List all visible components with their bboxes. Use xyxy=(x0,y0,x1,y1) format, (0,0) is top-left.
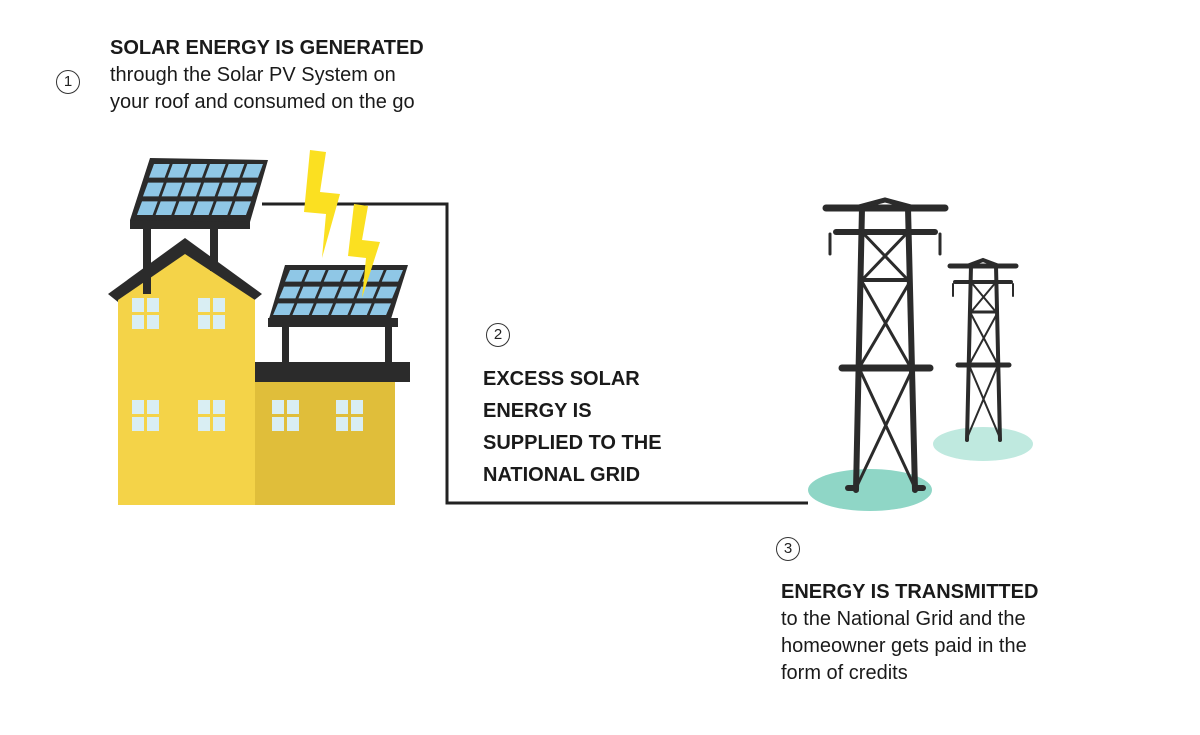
solar-cell xyxy=(167,164,189,178)
solar-cell xyxy=(343,270,365,282)
step-1-number: 1 xyxy=(56,70,80,94)
solar-cell xyxy=(211,201,233,215)
lightning-bolt-icon xyxy=(304,150,340,258)
step-2-number: 2 xyxy=(486,323,510,347)
step-2-line-1: EXCESS SOLAR xyxy=(483,368,640,390)
window-pane xyxy=(198,417,210,431)
solar-cell xyxy=(323,270,345,282)
solar-cell xyxy=(285,270,307,282)
window-pane xyxy=(213,417,225,431)
solar-cell xyxy=(279,286,301,299)
step-3-line-2: homeowner gets paid in the xyxy=(781,635,1027,657)
window-pane xyxy=(132,417,144,431)
solar-cell xyxy=(236,182,257,197)
window-pane xyxy=(213,298,225,312)
solar-cell xyxy=(375,286,397,299)
solar-cell xyxy=(317,286,339,299)
step-1-line-2: your roof and consumed on the go xyxy=(110,91,415,113)
window-pane xyxy=(213,400,225,414)
step-1-line-1: through the Solar PV System on xyxy=(110,64,396,86)
solar-cell xyxy=(292,303,314,315)
window-pane xyxy=(147,298,159,312)
solar-cell xyxy=(155,201,177,215)
step-3-line-1: to the National Grid and the xyxy=(781,608,1026,630)
solar-cell xyxy=(304,270,326,282)
window-pane xyxy=(147,400,159,414)
window-pane xyxy=(132,298,144,312)
step-3-text: ENERGY IS TRANSMITTED to the National Gr… xyxy=(781,579,1038,687)
solar-cell xyxy=(217,182,239,197)
solar-cell xyxy=(204,164,226,178)
step-3-heading: ENERGY IS TRANSMITTED xyxy=(781,581,1039,603)
window-pane xyxy=(287,400,299,414)
window-pane xyxy=(198,315,210,329)
solar-cell xyxy=(311,303,333,315)
transmission-tower-small xyxy=(947,257,1019,442)
window-pane xyxy=(336,400,348,414)
window-pane xyxy=(132,400,144,414)
solar-cell xyxy=(356,286,378,299)
solar-cell xyxy=(161,182,183,197)
window-pane xyxy=(147,417,159,431)
solar-cell xyxy=(174,201,195,215)
window-pane xyxy=(198,298,210,312)
solar-cell xyxy=(230,201,251,215)
solar-cell xyxy=(198,182,220,197)
ground-shadow-small xyxy=(933,427,1033,461)
house-building xyxy=(108,238,410,505)
solar-cell xyxy=(180,182,201,197)
solar-panel-top xyxy=(130,158,268,294)
window-pane xyxy=(132,315,144,329)
ground-shadow-large xyxy=(808,469,932,511)
step-2-line-2: ENERGY IS xyxy=(483,400,592,422)
window-pane xyxy=(147,315,159,329)
solar-cell xyxy=(337,286,359,299)
solar-cell xyxy=(192,201,214,215)
window-pane xyxy=(351,400,363,414)
solar-cell xyxy=(369,303,391,315)
step-2-line-4: NATIONAL GRID xyxy=(483,464,641,486)
transmission-tower-large xyxy=(822,197,949,493)
solar-panel-right xyxy=(268,265,408,365)
step-3-number: 3 xyxy=(776,537,800,561)
window-pane xyxy=(272,400,284,414)
solar-cell xyxy=(381,270,403,282)
step-1-text: SOLAR ENERGY IS GENERATED through the So… xyxy=(110,35,424,116)
step-1-heading: SOLAR ENERGY IS GENERATED xyxy=(110,37,424,59)
step-3-line-3: form of credits xyxy=(781,662,908,684)
solar-cell xyxy=(242,164,263,178)
window-pane xyxy=(336,417,348,431)
window-pane xyxy=(272,417,284,431)
window-pane xyxy=(198,400,210,414)
solar-cell xyxy=(223,164,245,178)
solar-cell xyxy=(136,201,158,215)
solar-cell xyxy=(142,182,164,197)
solar-cell xyxy=(350,303,372,315)
step-2-text: EXCESS SOLAR ENERGY IS SUPPLIED TO THE N… xyxy=(483,363,662,491)
solar-cell xyxy=(298,286,320,299)
window-pane xyxy=(287,417,299,431)
solar-cell xyxy=(186,164,207,178)
grid-connection-line xyxy=(262,202,808,505)
window-pane xyxy=(351,417,363,431)
solar-cell xyxy=(331,303,353,315)
solar-cell xyxy=(148,164,170,178)
lightning-bolt-icon xyxy=(348,204,380,298)
solar-cell xyxy=(273,303,295,315)
step-2-line-3: SUPPLIED TO THE xyxy=(483,432,662,454)
window-pane xyxy=(213,315,225,329)
